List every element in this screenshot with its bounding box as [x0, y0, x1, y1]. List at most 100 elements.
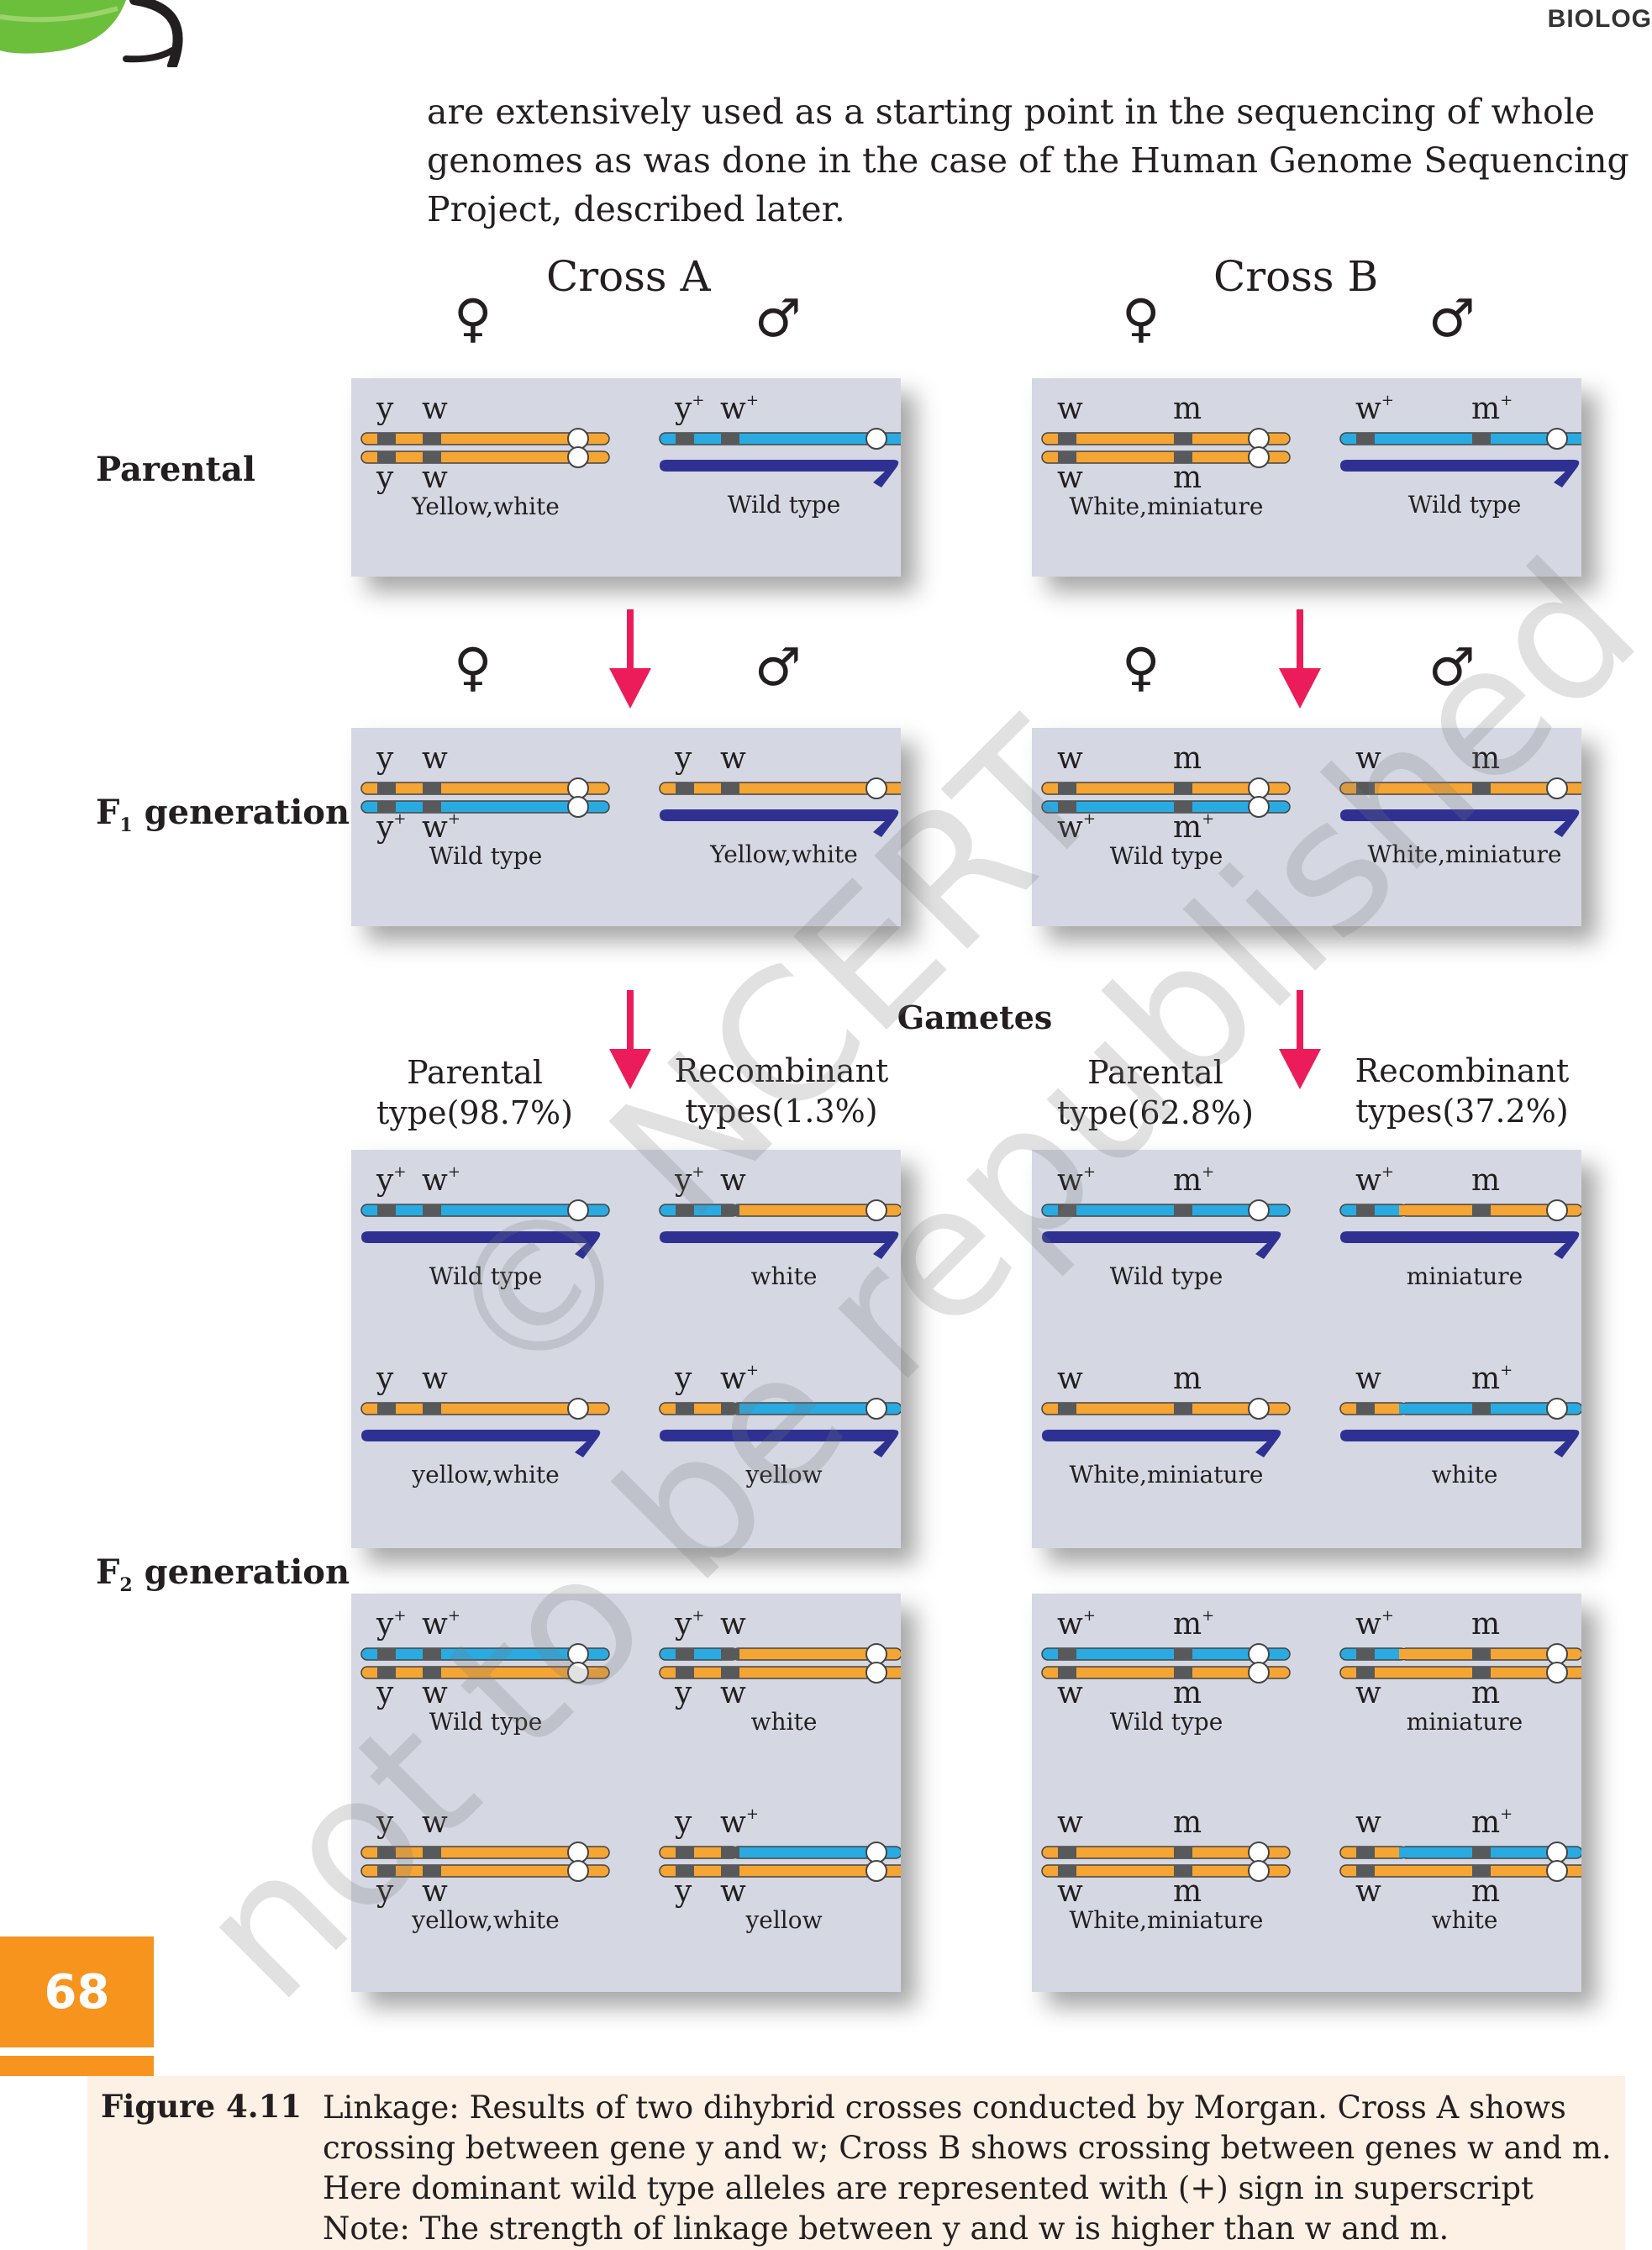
- gene-label: w+: [720, 392, 759, 426]
- y-chromosome: [1042, 1231, 1281, 1259]
- x-chromosome: [659, 777, 901, 799]
- gene-label: y+: [376, 1163, 406, 1198]
- page-number-bar: [0, 2056, 154, 2076]
- gene-locus: [1356, 433, 1375, 445]
- gene-locus: [377, 1204, 396, 1216]
- gene-locus: [1058, 1667, 1076, 1678]
- phenotype-label: Wild type: [1110, 1708, 1223, 1736]
- gene-locus: [1472, 1865, 1491, 1877]
- gene-locus: [1472, 1403, 1491, 1415]
- y-chromosome-shape: [361, 1430, 601, 1457]
- gene-locus: [721, 1847, 739, 1858]
- x-chromosome: [1339, 777, 1581, 799]
- centromere: [1248, 446, 1270, 468]
- gene-label: w+: [720, 1805, 759, 1840]
- gene-locus: [1356, 1667, 1375, 1678]
- gene-label: m: [1173, 741, 1202, 776]
- chromosome-segment: [1041, 1846, 1291, 1859]
- gene-locus: [1174, 1847, 1192, 1858]
- gene-label: y+: [674, 1607, 704, 1641]
- chromosome-segment: [1041, 1666, 1291, 1679]
- page-number: 68: [0, 1936, 154, 2047]
- phenotype-label: yellow,white: [411, 1906, 559, 1934]
- caption-text: Linkage: Results of two dihybrid crosses…: [323, 2088, 1612, 2249]
- y-chromosome: [660, 460, 899, 487]
- x-chromosome: [1041, 1860, 1291, 1882]
- gene-label: y+: [674, 1163, 704, 1198]
- gene-locus: [721, 1403, 739, 1415]
- gene-locus: [423, 782, 441, 794]
- gene-locus: [721, 1865, 739, 1877]
- gene-label: y: [376, 392, 394, 426]
- gene-label: y+: [376, 1607, 406, 1641]
- gene-locus: [1174, 1667, 1192, 1678]
- y-chromosome-shape: [361, 1231, 601, 1259]
- gene-label: y: [376, 1676, 394, 1710]
- centromere: [1248, 796, 1270, 818]
- y-chromosome-shape: [660, 1430, 899, 1457]
- gene-locus: [423, 451, 441, 463]
- gene-locus: [1356, 1648, 1375, 1660]
- gene-label: w: [1355, 1362, 1381, 1396]
- gene-locus: [423, 433, 441, 445]
- centromere: [865, 1398, 887, 1420]
- caption-line: Here dominant wild type alleles are repr…: [323, 2170, 1534, 2206]
- gene-locus: [1356, 1847, 1375, 1858]
- intro-line: Project, described later.: [427, 189, 845, 229]
- gene-label: w: [422, 1874, 448, 1909]
- gene-label: y+: [376, 810, 406, 845]
- phenotype-label: Wild type: [1408, 491, 1522, 519]
- gene-label: w: [422, 741, 448, 776]
- gene-locus: [1058, 1403, 1076, 1415]
- gene-locus: [1472, 1204, 1491, 1216]
- x-chromosome: [659, 1398, 901, 1420]
- gene-locus: [1058, 1847, 1076, 1858]
- y-chromosome: [660, 1231, 899, 1259]
- gene-label: y: [376, 1362, 394, 1396]
- gene-label: w+: [1355, 1163, 1394, 1198]
- gene-label: w: [1057, 1676, 1083, 1710]
- x-chromosome: [360, 1860, 610, 1882]
- caption-line: crossing between gene y and w; Cross B s…: [323, 2130, 1612, 2166]
- centromere: [1546, 1643, 1568, 1665]
- phenotype-label: white: [751, 1262, 818, 1290]
- gene-locus: [377, 1865, 396, 1877]
- centromere: [865, 1199, 887, 1221]
- chromosome-segment: [1339, 1666, 1581, 1679]
- phenotype-label: Wild type: [429, 1262, 543, 1290]
- gene-label: y: [674, 1805, 692, 1840]
- phenotype-label: Wild type: [1110, 842, 1223, 870]
- gene-label: w: [1355, 1874, 1381, 1909]
- figure-caption: Figure 4.11 Linkage: Results of two dihy…: [87, 2076, 1625, 2250]
- figure-label: Figure 4.11: [101, 2088, 303, 2125]
- centromere: [567, 777, 589, 799]
- gene-locus: [676, 1667, 694, 1678]
- gene-label: w+: [1057, 1607, 1096, 1641]
- gene-locus: [377, 1667, 396, 1678]
- x-chromosome: [659, 1662, 901, 1684]
- gene-label: y: [674, 1362, 692, 1396]
- phenotype-label: Yellow,white: [709, 840, 858, 868]
- chromosome-segment: [1041, 1647, 1291, 1661]
- centromere: [1248, 1199, 1270, 1221]
- gene-label: w: [422, 1362, 448, 1396]
- centromere: [1248, 1643, 1270, 1665]
- y-chromosome-shape: [1042, 1430, 1281, 1457]
- centromere: [567, 446, 589, 468]
- gene-label: w: [422, 1676, 448, 1710]
- gene-locus: [1058, 782, 1076, 794]
- gene-locus: [1472, 1648, 1491, 1660]
- gene-label: w+: [1355, 1607, 1394, 1641]
- gene-label: w: [1057, 392, 1083, 426]
- y-chromosome-shape: [1340, 1430, 1580, 1457]
- centromere: [1248, 428, 1270, 450]
- gene-label: w: [1057, 741, 1083, 776]
